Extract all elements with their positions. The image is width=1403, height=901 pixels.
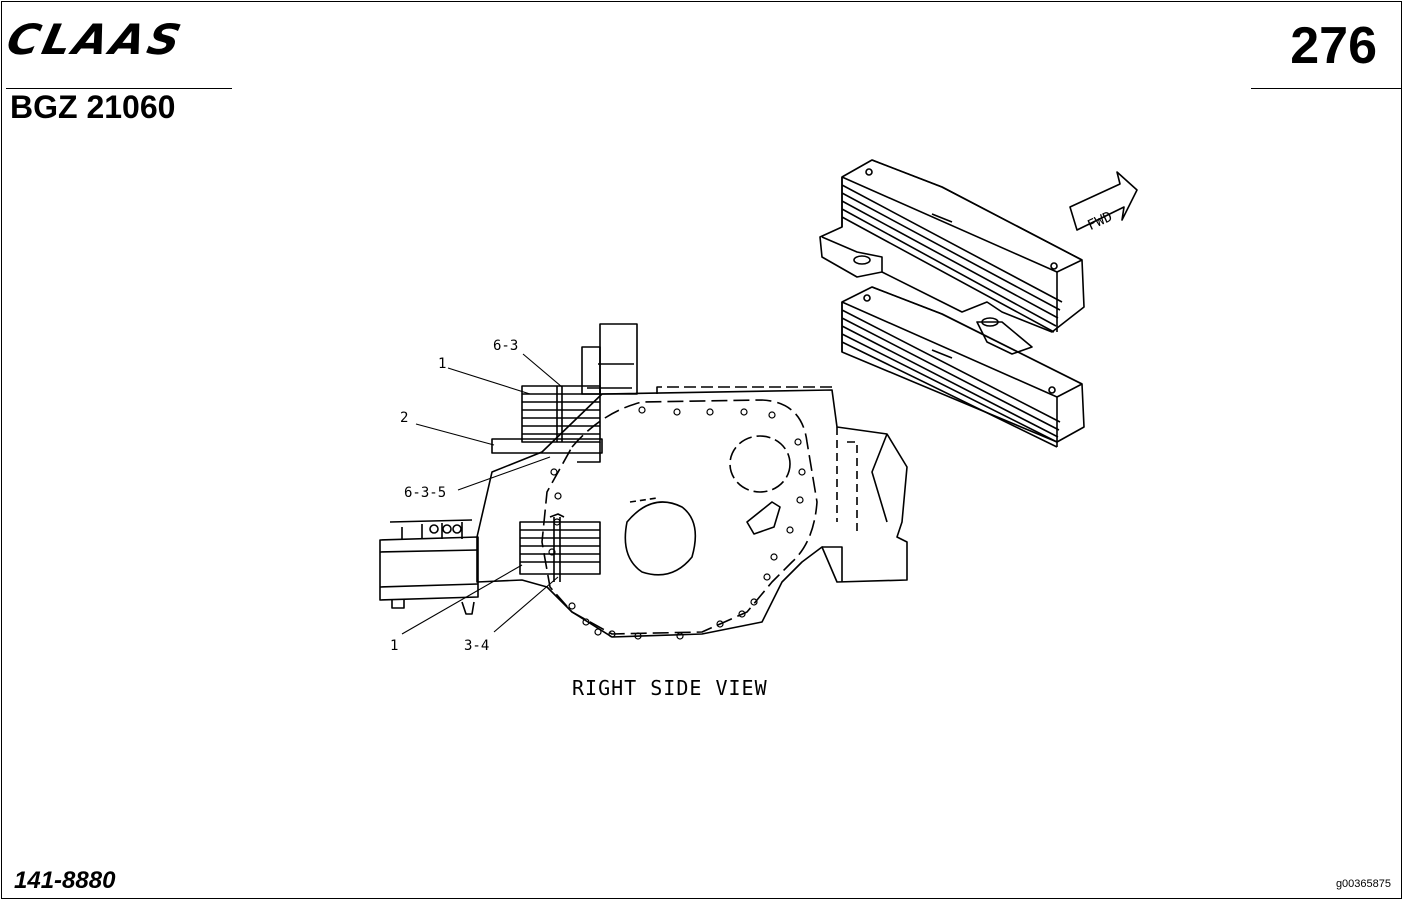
callout-3-4: 3-4 [464,638,489,654]
housing-outline [476,389,908,638]
callout-1-upper: 1 [438,356,446,372]
oil-cooler-upper-view [491,385,603,463]
leader-lines [401,353,563,635]
camshaft-bore [729,435,791,493]
document-code: BGZ 21060 [10,89,176,125]
engine-side-view [379,323,908,640]
oil-cooler-isometric-upper [819,159,1085,355]
header-rule-left [6,88,232,89]
oil-cooler-lower-view [519,513,601,582]
oil-cooler-isometric-lower [841,286,1085,448]
breather-housing [599,323,638,395]
view-caption: RIGHT SIDE VIEW [572,676,768,700]
header-rule-right [1251,88,1401,89]
forward-arrow-icon [1069,171,1138,231]
gear-case-contour [541,399,818,635]
image-id: g00365875 [1335,878,1391,890]
front-pulley [379,536,479,601]
crankshaft-bore [624,501,697,576]
bolt-holes [548,406,806,640]
page-number: 276 [1290,17,1377,75]
callout-6-3: 6-3 [493,338,518,354]
callout-6-3-5: 6-3-5 [404,485,446,501]
forward-label: FWD [1085,209,1115,234]
callout-2: 2 [400,410,408,426]
part-number: 141-8880 [14,867,116,894]
callout-1-lower: 1 [390,638,398,654]
